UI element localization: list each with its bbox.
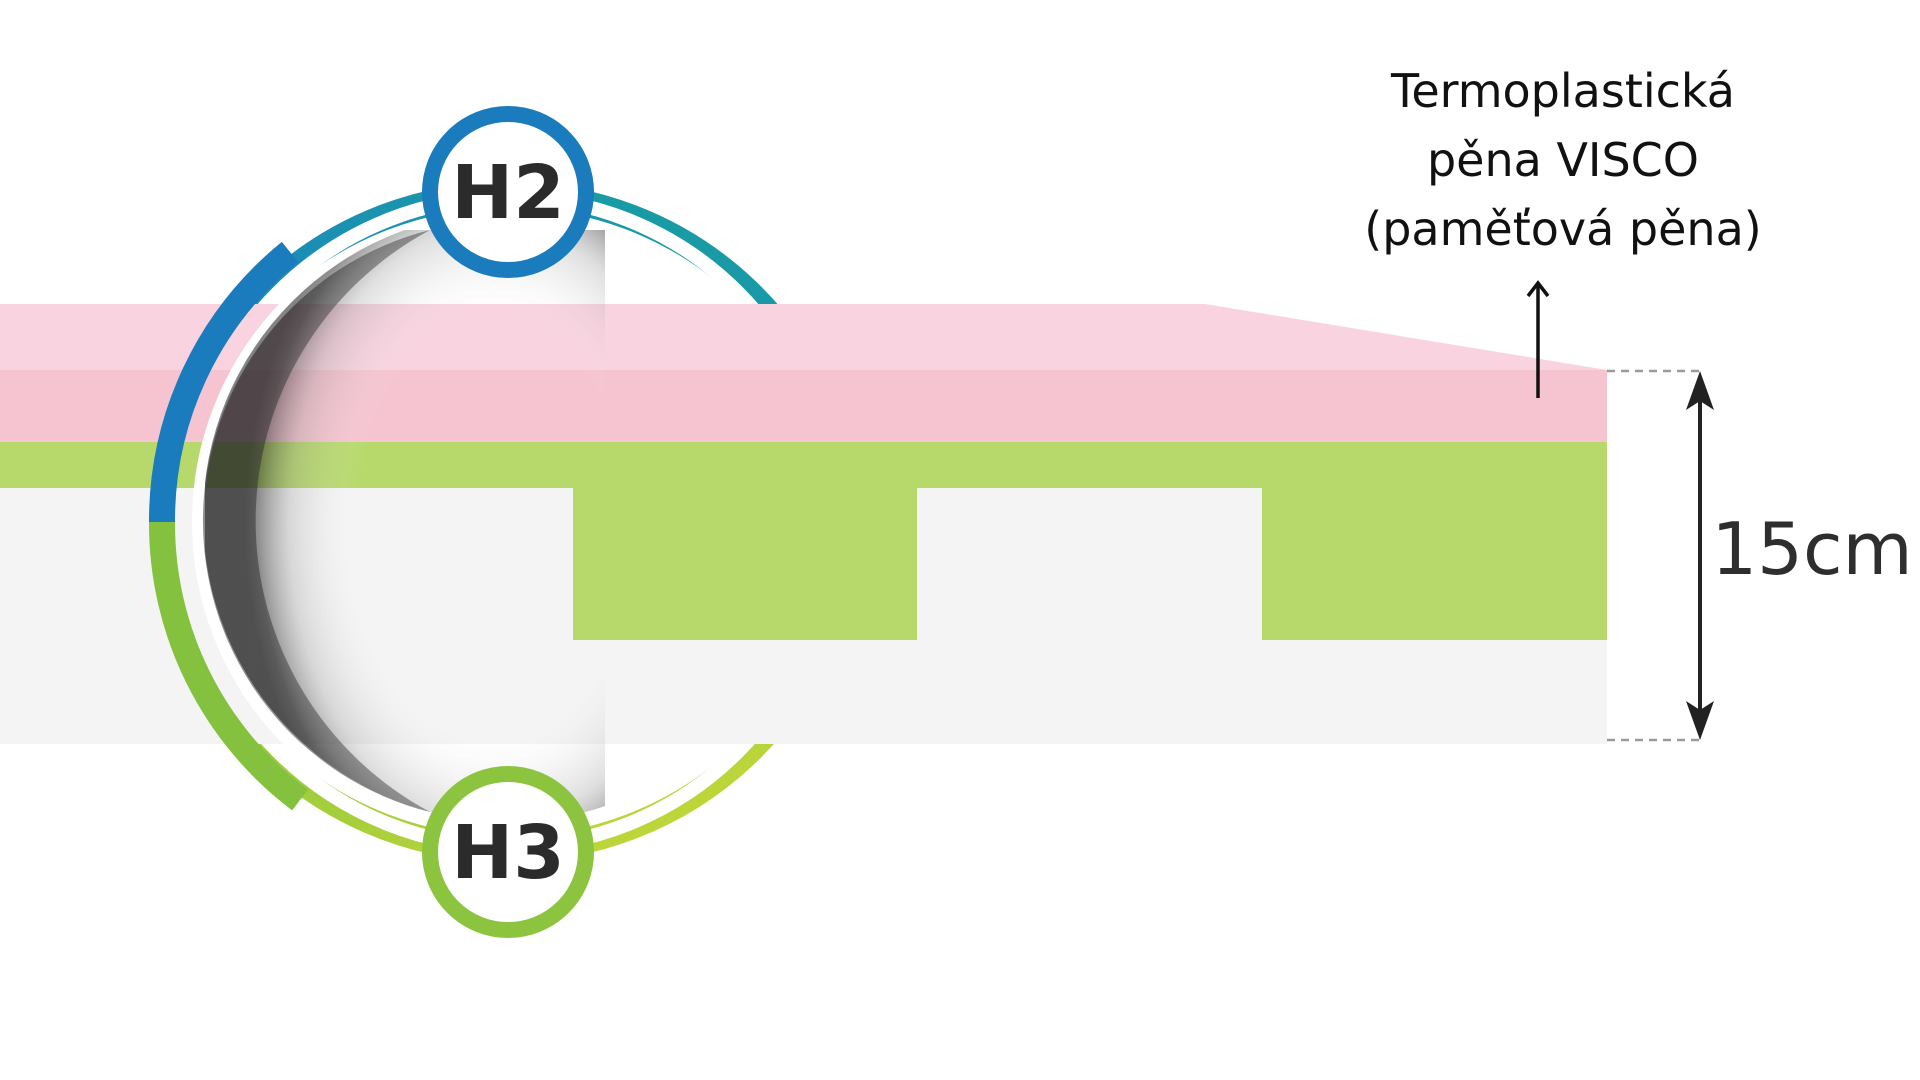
annotation-line-3: (paměťová pěna) <box>1364 202 1761 256</box>
annotation-line-2: pěna VISCO <box>1427 133 1699 187</box>
visco-annotation: Termoplastická pěna VISCO (paměťová pěna… <box>1364 64 1762 398</box>
height-dimension: 15cm <box>1607 369 1913 742</box>
annotation-arrow-head <box>1526 280 1550 298</box>
core-cutout-2 <box>917 488 1262 640</box>
badge-h3-label: H3 <box>451 810 564 896</box>
ring-front-lower <box>148 521 308 811</box>
dim-arrow-bottom <box>1686 701 1714 740</box>
ring-front-rim <box>191 287 305 757</box>
badge-h2-label: H2 <box>451 150 564 236</box>
height-label: 15cm <box>1711 507 1912 591</box>
badge-h2: H2 <box>422 106 594 278</box>
ring-front <box>148 230 605 820</box>
badge-h3: H3 <box>422 766 594 938</box>
ring-front-upper <box>148 241 299 523</box>
dim-arrow-top <box>1686 371 1714 410</box>
annotation-line-1: Termoplastická <box>1390 64 1735 118</box>
